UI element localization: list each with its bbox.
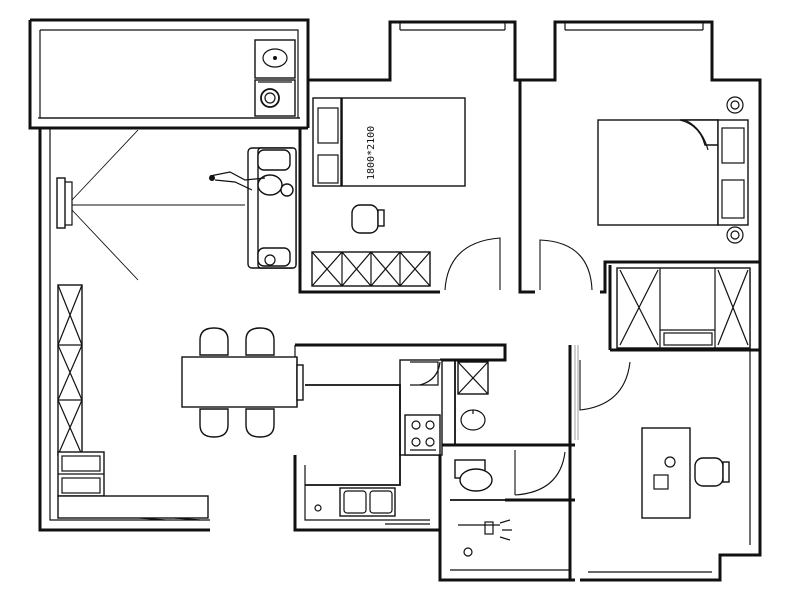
kitchen [305,359,489,525]
light-guides [574,345,579,440]
wardrobe-block [616,267,751,349]
living-room [56,129,297,521]
bedroom-1: 1800*2100 [311,97,501,291]
balcony-fixtures [254,39,296,117]
dining-table [181,327,304,438]
bathroom [454,450,566,557]
sofa [209,147,297,269]
bed-size-label: 1800*2100 [366,126,377,180]
study [579,360,730,519]
bedroom-2 [539,96,749,291]
